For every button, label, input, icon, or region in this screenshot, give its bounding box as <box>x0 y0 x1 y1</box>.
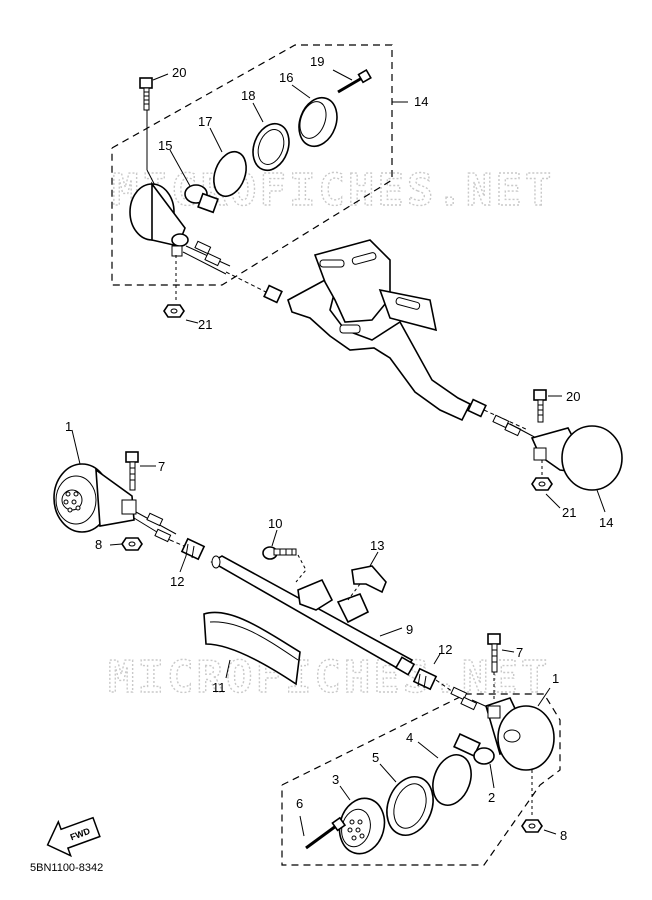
callout-12-right: 12 <box>438 642 452 657</box>
diagram-code: 5BN1100-8342 <box>30 862 104 874</box>
callout-7-left: 7 <box>158 459 165 474</box>
callout-6: 6 <box>296 796 303 811</box>
front-right-assembly-box <box>281 693 561 866</box>
callout-18: 18 <box>241 88 255 103</box>
callout-11: 11 <box>212 680 226 695</box>
grommet-right <box>467 398 487 418</box>
front-right-flasher <box>485 697 555 771</box>
callout-15: 15 <box>158 138 172 153</box>
callout-20-right: 20 <box>566 389 580 404</box>
callout-3: 3 <box>332 772 339 787</box>
watermark-bottom: MICROFICHES.NET <box>108 652 550 703</box>
grommet-12-right <box>412 667 438 691</box>
callout-19: 19 <box>310 54 324 69</box>
callout-4: 4 <box>406 730 413 745</box>
callout-8-left: 8 <box>95 537 102 552</box>
callout-1-left: 1 <box>65 419 72 434</box>
watermark-top: MICROFICHES.NET <box>112 165 554 216</box>
wire-connectors-right <box>492 414 541 441</box>
rear-flasher-stay <box>287 239 472 422</box>
bolt-10 <box>262 546 297 560</box>
rear-right-flasher <box>530 425 623 491</box>
gasket-17 <box>213 150 247 198</box>
nut-21-right <box>531 477 553 491</box>
callout-12-left: 12 <box>170 574 184 589</box>
cover-11 <box>203 611 301 686</box>
rim-5 <box>386 776 434 836</box>
grommet-top <box>263 284 283 304</box>
callout-14-top: 14 <box>414 94 428 109</box>
fwd-arrow-icon: FWD <box>46 816 101 858</box>
callout-2: 2 <box>488 790 495 805</box>
wire-connectors-left <box>133 511 177 543</box>
callout-9: 9 <box>406 622 413 637</box>
front-flasher-stay <box>210 555 416 676</box>
front-left-flasher <box>53 463 137 533</box>
callout-16: 16 <box>279 70 293 85</box>
rim-18 <box>252 122 290 172</box>
nut-8-right <box>521 819 543 833</box>
rear-left-assembly-box <box>111 44 393 286</box>
rear-left-flasher-housing <box>129 181 189 257</box>
lens-3 <box>338 797 386 855</box>
callout-10: 10 <box>268 516 282 531</box>
bolt-20-top <box>139 77 153 111</box>
bolt-20-right <box>533 389 547 423</box>
wire-connectors-top <box>182 240 231 275</box>
callout-5: 5 <box>372 750 379 765</box>
callout-21-top: 21 <box>198 317 212 332</box>
callout-1-right: 1 <box>552 671 559 686</box>
callout-13: 13 <box>370 538 384 553</box>
bolt-7-left <box>125 451 139 491</box>
grommet-12-left <box>180 537 206 561</box>
callout-21-right: 21 <box>562 505 576 520</box>
bracket-13 <box>351 565 387 594</box>
bulb-15 <box>184 184 219 214</box>
gasket-4 <box>432 754 472 806</box>
lens-16 <box>298 96 338 148</box>
callout-14-right: 14 <box>599 515 613 530</box>
screw-6 <box>305 816 347 850</box>
nut-21-top <box>163 304 185 318</box>
callout-8-right: 8 <box>560 828 567 843</box>
callout-17: 17 <box>198 114 212 129</box>
nut-8-left <box>121 537 143 551</box>
wire-connectors-bottom <box>450 686 495 711</box>
bulb-2 <box>453 732 495 765</box>
callout-7-right: 7 <box>516 645 523 660</box>
callout-20-top: 20 <box>172 65 186 80</box>
screw-19 <box>337 68 372 94</box>
